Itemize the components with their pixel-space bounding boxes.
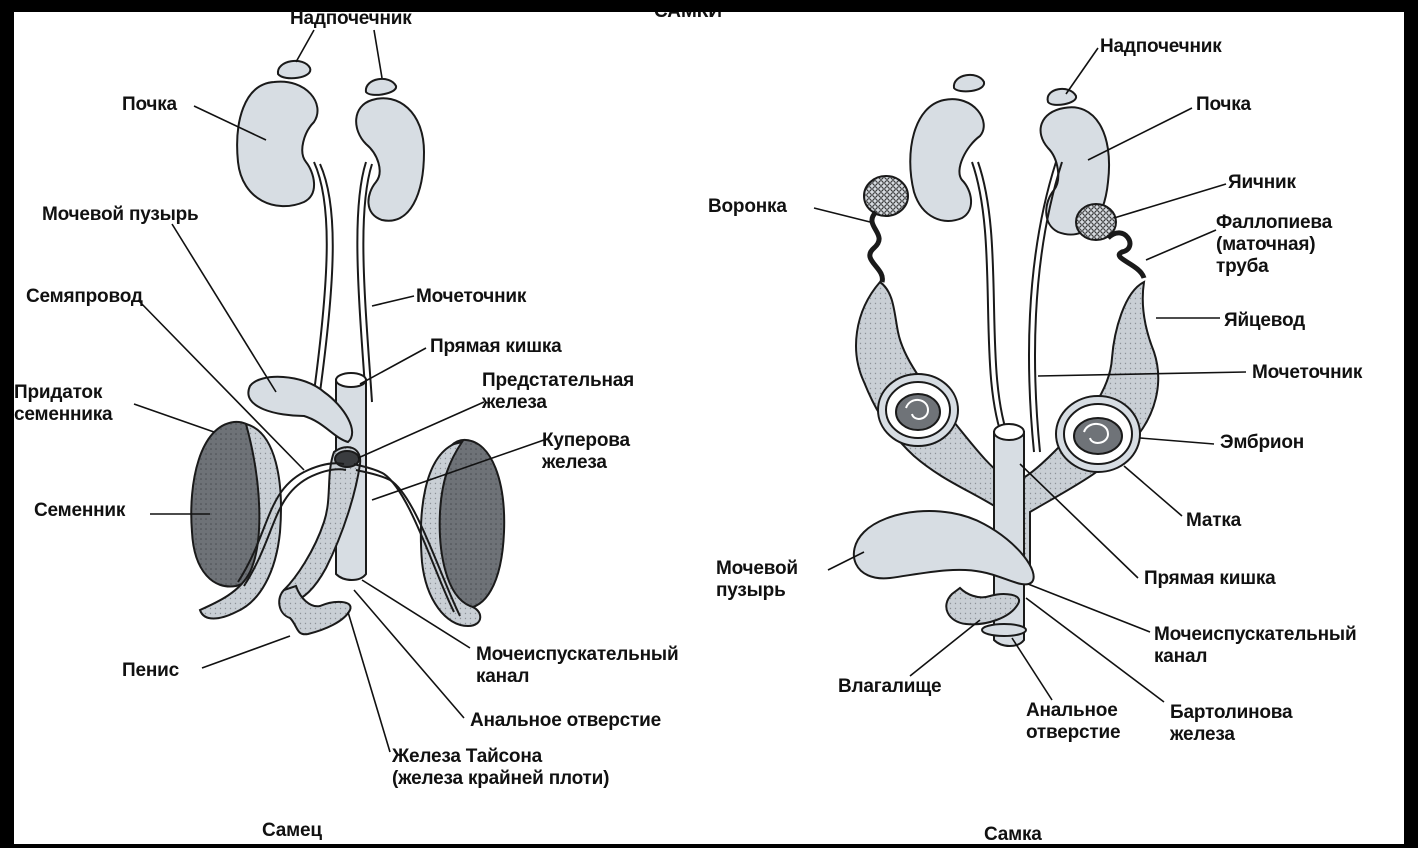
label-male-bladder: Мочевой пузырь [42,204,199,226]
female-left-adrenal [954,75,984,91]
label-male-ureter: Мочеточник [416,286,526,308]
label-female-rectum: Прямая кишка [1144,568,1276,590]
label-female-oviduct: Яйцевод [1224,310,1305,332]
label-male-urethra: Мочеиспускательный канал [476,644,678,688]
male-right-kidney [356,98,424,220]
label-male-epididymis: Придаток семенника [14,382,112,426]
leader-female-infundibulum [814,208,870,222]
male-right-adrenal [366,79,396,95]
male-left-kidney [237,82,317,207]
label-female-infundibulum: Воронка [708,196,787,218]
label-female-kidney: Почка [1196,94,1251,116]
male-penis [279,586,350,634]
label-male-prostate: Предстательная железа [482,370,634,414]
leader-male-ureter [372,296,414,306]
label-female-ovary: Яичник [1228,172,1296,194]
label-male-vas-deferens: Семяпровод [26,286,143,308]
leader-female-adrenal [1066,48,1098,94]
label-female-anus: Анальное отверстие [1026,700,1120,744]
leader-female-vagina [910,620,980,676]
label-male-anus: Анальное отверстие [470,710,661,732]
female-left-ovary [864,176,908,216]
leader-male-epididymis [134,404,214,432]
leader-male-tyson [348,612,390,752]
diagram-panel: САМКИ [14,12,1404,844]
female-left-kidney [910,99,984,221]
label-female-vagina: Влагалище [838,676,941,698]
female-organs [854,75,1158,646]
label-male-testis: Семенник [34,500,125,522]
label-male-tyson: Железа Тайсона (железа крайней плоти) [392,746,609,790]
label-female-bartholin: Бартолинова железа [1170,702,1292,746]
male-left-adrenal [278,61,310,78]
label-female-fallopian: Фаллопиева (маточная) труба [1216,212,1332,278]
label-female-uterus: Матка [1186,510,1241,532]
leader-female-embryo [1140,438,1214,444]
label-male-adrenal: Надпочечник [290,8,412,30]
caption-male: Самец [262,820,322,842]
leader-male-adrenal [296,30,314,62]
label-male-penis: Пенис [122,660,179,682]
caption-female: Самка [984,824,1042,846]
label-female-ureter: Мочеточник [1252,362,1362,384]
label-female-bladder: Мочевой пузырь [716,558,798,602]
leader-female-uterus [1124,466,1182,516]
leader-female-ovary [1114,184,1226,218]
leader-male-penis [202,636,290,668]
leader-female-bartholin [1026,598,1164,702]
leader-female-urethra [1028,584,1150,632]
female-right-tube [1108,233,1144,278]
label-female-urethra: Мочеиспускательный канал [1154,624,1356,668]
leader-male-adrenal-2 [374,30,382,78]
female-right-adrenal [1048,89,1077,105]
label-male-rectum: Прямая кишка [430,336,562,358]
leader-male-bladder [172,224,276,392]
leader-female-fallopian [1146,230,1216,260]
label-male-kidney: Почка [122,94,177,116]
leader-female-anus [1012,638,1052,700]
label-female-embryo: Эмбрион [1220,432,1304,454]
label-male-cowper: Куперова железа [542,430,630,474]
label-female-adrenal: Надпочечник [1100,36,1222,58]
female-left-tube [870,212,883,282]
